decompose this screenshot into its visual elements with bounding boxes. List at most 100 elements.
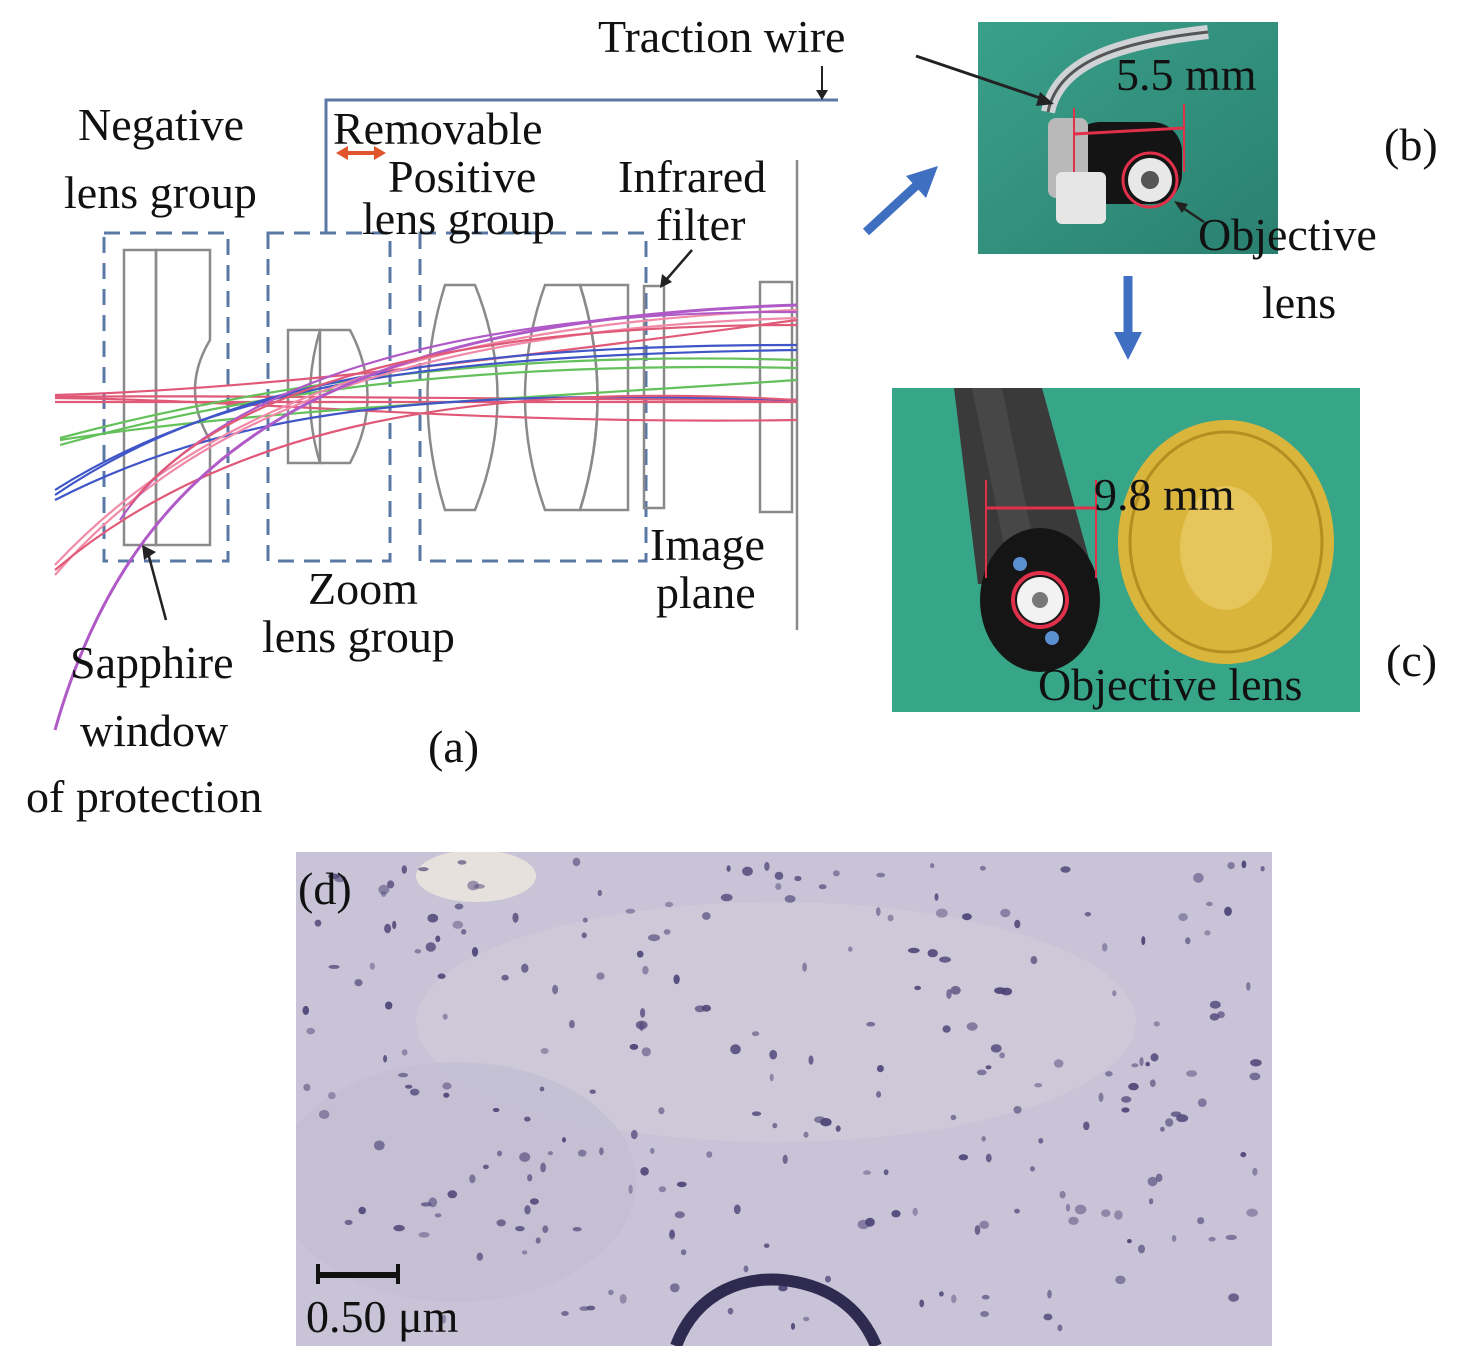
cell-nucleus — [1150, 1053, 1159, 1062]
cell-nucleus — [782, 1154, 788, 1164]
cell-nucleus — [702, 912, 711, 920]
cell-nucleus — [497, 1150, 502, 1157]
cell-nucleus — [1053, 1059, 1064, 1068]
cell-nucleus — [625, 908, 636, 914]
cell-nucleus — [398, 1072, 409, 1078]
cell-nucleus — [569, 1020, 575, 1029]
cell-nucleus — [802, 962, 807, 972]
cell-nucleus — [907, 947, 920, 954]
cell-nucleus — [774, 871, 784, 880]
cell-nucleus — [1014, 919, 1021, 929]
cell-nucleus — [354, 979, 363, 987]
cell-nucleus — [334, 875, 346, 883]
cell-nucleus — [1030, 1166, 1035, 1172]
cell-nucleus — [358, 1206, 366, 1215]
cell-nucleus — [825, 1275, 831, 1283]
cell-nucleus — [1112, 990, 1117, 997]
cell-nucleus — [680, 1249, 687, 1256]
label-sapphire-3: of protection — [26, 771, 263, 822]
cell-nucleus — [927, 949, 938, 958]
label-positive-2: lens group — [362, 193, 555, 244]
cell-nucleus — [1208, 1236, 1216, 1242]
cell-nucleus — [427, 913, 439, 923]
cell-nucleus — [461, 929, 467, 935]
cell-nucleus — [1138, 1244, 1145, 1254]
cell-nucleus — [1084, 912, 1092, 917]
cell-nucleus — [1225, 1234, 1237, 1241]
cell-nucleus — [1128, 1082, 1139, 1091]
cell-nucleus — [589, 1089, 596, 1094]
cell-nucleus — [648, 934, 660, 942]
label-objective-b-2: lens — [1262, 277, 1337, 328]
cell-nucleus — [674, 1211, 685, 1219]
arrow-a-to-b — [862, 180, 922, 236]
cell-nucleus — [891, 1210, 901, 1218]
cell-nucleus — [435, 935, 441, 943]
label-objective-b-1: Objective — [1198, 209, 1377, 260]
cell-nucleus — [981, 1294, 990, 1300]
cell-nucleus — [599, 1147, 604, 1156]
cell-nucleus — [596, 972, 605, 980]
cell-nucleus — [635, 1020, 648, 1030]
cell-nucleus — [469, 1174, 476, 1184]
cell-nucleus — [582, 917, 588, 923]
cell-nucleus — [775, 883, 782, 890]
cell-nucleus — [803, 1316, 810, 1322]
cell-nucleus — [1224, 906, 1232, 916]
cell-nucleus — [642, 965, 649, 975]
cell-nucleus — [743, 1265, 749, 1273]
cell-nucleus — [1209, 1013, 1220, 1021]
cell-nucleus — [939, 956, 951, 963]
cell-nucleus — [818, 884, 827, 890]
label-infrared-2: filter — [656, 199, 746, 250]
cell-nucleus — [401, 1049, 408, 1056]
cell-nucleus — [501, 974, 509, 981]
cell-nucleus — [912, 1207, 918, 1216]
cell-nucleus — [1246, 1208, 1258, 1217]
cell-nucleus — [1102, 943, 1108, 952]
cell-nucleus — [636, 950, 644, 958]
cell-nucleus — [950, 1114, 957, 1121]
cell-nucleus — [769, 1049, 778, 1060]
infrared-leader — [665, 249, 693, 281]
cell-nucleus — [581, 932, 587, 939]
cell-nucleus — [1098, 1092, 1104, 1102]
cell-nucleus — [1043, 1313, 1053, 1321]
cell-nucleus — [974, 1225, 981, 1235]
cell-nucleus — [385, 1001, 393, 1010]
cell-nucleus — [529, 1198, 539, 1205]
cell-nucleus — [1145, 1061, 1150, 1067]
cell-nucleus — [751, 1111, 762, 1116]
cell-nucleus — [373, 1140, 385, 1151]
caption-d: (d) — [298, 863, 352, 914]
cell-nucleus — [1241, 860, 1247, 869]
traction-wire-frame — [324, 98, 838, 232]
cell-nucleus — [1083, 1121, 1090, 1131]
traction-wire-arrowhead — [816, 90, 828, 100]
cell-nucleus — [1114, 1210, 1123, 1220]
cell-nucleus — [951, 1294, 957, 1304]
cell-nucleus — [521, 1250, 528, 1255]
cell-nucleus — [676, 1181, 687, 1188]
cell-nucleus — [930, 863, 935, 869]
cell-nucleus — [663, 929, 671, 935]
cell-nucleus — [443, 1092, 450, 1098]
cell-nucleus — [314, 919, 322, 927]
cell-nucleus — [572, 1227, 582, 1232]
cell-nucleus — [425, 942, 436, 952]
cell-nucleus — [934, 893, 939, 901]
cell-nucleus — [670, 1283, 680, 1293]
panel-b-photo — [978, 22, 1278, 254]
cell-nucleus — [1193, 872, 1204, 883]
cell-nucleus — [1127, 1239, 1132, 1244]
cell-nucleus — [1206, 901, 1213, 907]
cell-nucleus — [418, 867, 429, 872]
cell-nucleus — [561, 1311, 569, 1316]
cell-nucleus — [512, 912, 519, 923]
cell-nucleus — [535, 1237, 541, 1244]
cell-nucleus — [726, 865, 731, 872]
cell-nucleus — [1000, 908, 1011, 918]
cell-nucleus — [1209, 1000, 1221, 1009]
cell-nucleus — [482, 1164, 489, 1170]
cell-nucleus — [1155, 1173, 1163, 1182]
